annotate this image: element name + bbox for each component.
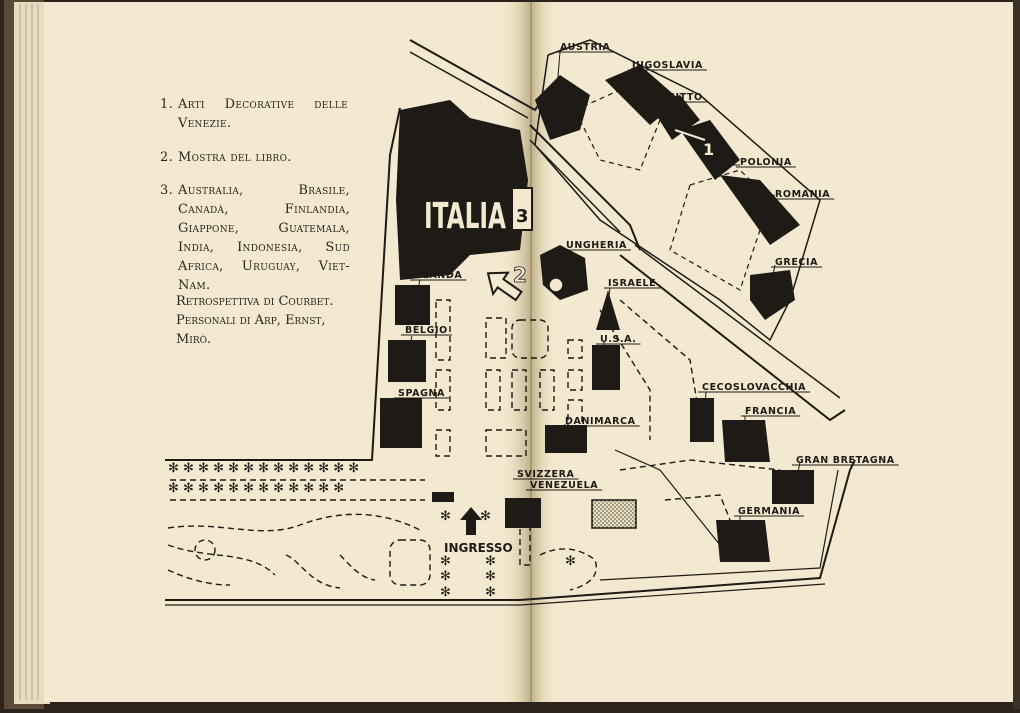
marker-3-label: 3 xyxy=(516,206,529,227)
svg-text:✻: ✻ xyxy=(440,509,451,524)
pavilion-label-austria: AUSTRIA xyxy=(560,42,611,53)
legend-item-2: 2. Mostra del libro. xyxy=(160,148,348,167)
svg-text:✻: ✻ xyxy=(565,554,576,569)
marker-1-label: 1 xyxy=(703,140,714,159)
francia-shape xyxy=(722,420,770,462)
pavilion-label-u-s-a: U.S.A. xyxy=(600,334,637,345)
legend-item-3: 3. Australia, Brasile, Canadà, Finlandia… xyxy=(160,181,350,295)
pavilion-label-danimarca: DANIMARCA xyxy=(565,416,636,427)
entrance-arrow-icon xyxy=(460,507,482,535)
pavilion-label-egitto: EGITTO xyxy=(660,92,703,103)
israele-shape xyxy=(596,290,620,330)
legend-text: Australia, Brasile, Canadà, Finlandia, G… xyxy=(178,183,350,293)
olanda-shape xyxy=(395,285,430,325)
pavilion-label-polonia: POLONIA xyxy=(740,157,792,168)
marker-2-label: 2 xyxy=(513,263,527,287)
legend-note: Retrospettiva di Courbet. Personali di A… xyxy=(176,292,356,349)
gran-bretagna-shape xyxy=(772,470,814,504)
romania-shape xyxy=(720,175,800,245)
pavilion-label-spagna: SPAGNA xyxy=(398,388,445,399)
svizzera-shape xyxy=(505,498,540,528)
pavilion-label-jugoslavia: JUGOSLAVIA xyxy=(631,60,703,71)
pavilion-label-germania: GERMANIA xyxy=(738,506,800,517)
pavilion-label-grecia: GRECIA xyxy=(775,257,818,268)
italia-label: ITALIA xyxy=(424,196,506,237)
pavilion-label-cecoslovacchia: CECOSLOVACCHIA xyxy=(702,382,806,393)
legend-text: Mostra del libro. xyxy=(178,150,292,165)
italia-pavilion xyxy=(396,100,528,280)
legend-note-line: Personali di Arp, Ernst, xyxy=(176,313,326,328)
svg-text:✻ ✻ ✻ ✻ ✻ ✻ ✻ ✻ ✻ ✻ ✻ ✻ ✻: ✻ ✻ ✻ ✻ ✻ ✻ ✻ ✻ ✻ ✻ ✻ ✻ ✻ xyxy=(168,461,359,476)
direction-arrow-icon xyxy=(486,271,523,302)
pavilion-label-svizzera: SVIZZERA xyxy=(517,469,575,480)
svg-text:✻: ✻ xyxy=(485,569,496,584)
legend-note-line: Retrospettiva di Courbet. xyxy=(176,294,334,309)
pavilion-label-israele: ISRAELE xyxy=(608,278,656,289)
usa-shape xyxy=(592,345,620,390)
polonia-shape xyxy=(680,120,740,180)
pavilion-label-francia: FRANCIA xyxy=(745,406,796,417)
svg-text:✻: ✻ xyxy=(440,569,451,584)
legend-number: 1. xyxy=(160,97,174,112)
svg-text:✻: ✻ xyxy=(440,585,451,600)
svg-text:✻ ✻ ✻ ✻ ✻ ✻ ✻ ✻ ✻ ✻ ✻ ✻: ✻ ✻ ✻ ✻ ✻ ✻ ✻ ✻ ✻ ✻ ✻ ✻ xyxy=(168,481,344,496)
germania-shape xyxy=(716,520,770,562)
pavilion-label-olanda: OLANDA xyxy=(414,270,462,281)
pavilion-label-romania: ROMANIA xyxy=(775,189,830,200)
legend-number: 3. xyxy=(160,183,174,198)
svg-text:✻: ✻ xyxy=(485,585,496,600)
dotted-pavilion xyxy=(591,499,637,529)
legend-note-line: Mirò. xyxy=(176,332,212,347)
pavilion-label-ungheria: UNGHERIA xyxy=(566,240,627,251)
legend-number: 2. xyxy=(160,150,174,165)
grecia-shape xyxy=(750,270,795,320)
pavilion-label-gran-bretagna: GRAN BRETAGNA xyxy=(796,455,895,466)
legend-text: Arti Decorative delle Venezie. xyxy=(178,97,348,131)
legend-item-1: 1. Arti Decorative delle Venezie. xyxy=(160,95,348,133)
svg-text:✻: ✻ xyxy=(440,554,451,569)
svg-text:✻: ✻ xyxy=(485,554,496,569)
svg-text:✻: ✻ xyxy=(480,509,491,524)
tree-row: ✻ ✻ ✻ ✻ ✻ ✻ ✻ ✻ ✻ ✻ ✻ ✻ ✻ ✻ ✻ ✻ ✻ ✻ ✻ ✻ … xyxy=(168,461,576,600)
belgio-shape xyxy=(388,340,426,382)
pavilion-label-belgio: BELGIO xyxy=(405,325,448,336)
danimarca-shape xyxy=(545,425,587,453)
cecoslovacchia-shape xyxy=(690,398,714,442)
pavilion-label-venezuela: VENEZUELA xyxy=(530,480,598,491)
austria-shape xyxy=(535,75,590,140)
exhibition-map: ✻ ✻ ✻ ✻ ✻ ✻ ✻ ✻ ✻ ✻ ✻ ✻ ✻ ✻ ✻ ✻ ✻ ✻ ✻ ✻ … xyxy=(165,39,856,606)
entrance-label: INGRESSO xyxy=(444,541,513,555)
